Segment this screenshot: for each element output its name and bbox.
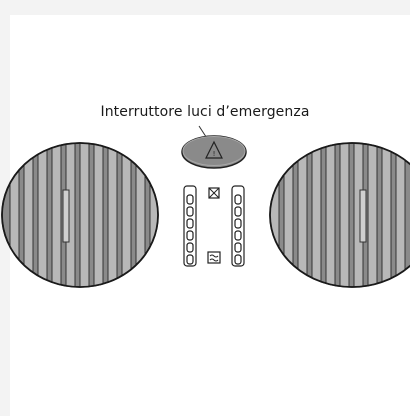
hazard-switch-label: Interruttore luci d’emergenza <box>100 104 310 120</box>
hazard-triangle-icon <box>205 140 223 159</box>
right-indicator-strip <box>231 185 245 267</box>
right-air-vent <box>269 142 410 288</box>
vent-adjuster-tab <box>62 189 70 243</box>
vent-adjuster-tab <box>359 189 367 243</box>
svg-text:!: ! <box>213 150 216 158</box>
heated-rear-window-icon <box>207 251 221 264</box>
left-air-vent <box>1 142 159 288</box>
airbag-off-icon <box>208 187 220 199</box>
hazard-switch[interactable]: ! <box>181 135 247 169</box>
left-indicator-strip <box>183 185 197 267</box>
